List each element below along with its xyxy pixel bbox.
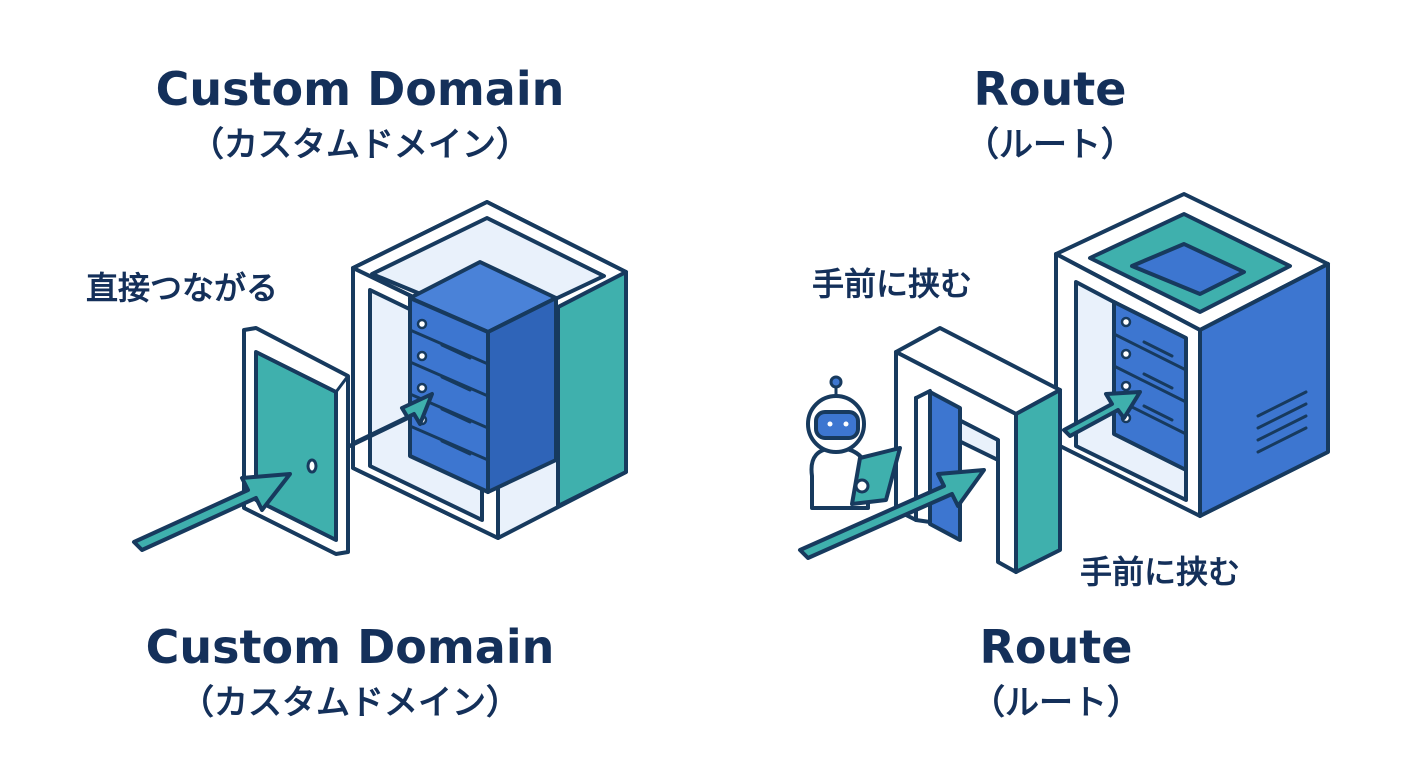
route-bottom-title: Route (979, 620, 1133, 674)
left-arrow-icon (348, 392, 434, 448)
custom-domain-bottom-subtitle: （カスタムドメイン） (180, 683, 520, 723)
custom-domain-bottom-title: Custom Domain (145, 620, 555, 674)
robot-icon (806, 375, 902, 510)
door-icon (242, 326, 350, 556)
right-server-box-icon (1054, 192, 1330, 518)
route-title: Route (973, 62, 1127, 116)
direct-connection-label: 直接つながる (86, 269, 279, 307)
left-server-cabinet-icon (351, 200, 628, 540)
gate-icon (894, 326, 1062, 574)
direct-arrow-icon (132, 472, 292, 552)
route-intercept-label-bottom: 手前に挟む (1080, 553, 1241, 591)
route-arrow-icon (1062, 390, 1142, 438)
route-subtitle: （ルート） (965, 125, 1135, 165)
route-intercept-label-top: 手前に挟む (812, 265, 973, 303)
route-bottom-subtitle: （ルート） (971, 683, 1141, 723)
custom-domain-title: Custom Domain (155, 62, 565, 116)
custom-domain-subtitle: （カスタムドメイン） (190, 125, 530, 165)
route-through-arrow-icon (798, 468, 986, 560)
